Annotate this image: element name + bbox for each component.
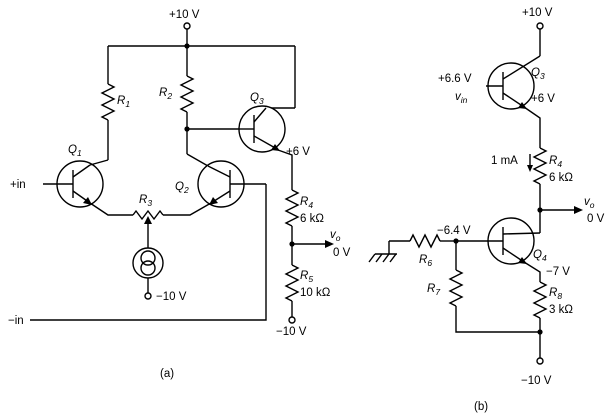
svg-text:0 V: 0 V <box>333 247 351 259</box>
resistor-r4-b: R4 6 kΩ <box>532 147 573 233</box>
supply-terminal-b-top: +10 V <box>522 7 553 56</box>
svg-text:−10 V: −10 V <box>156 291 187 303</box>
svg-text:Q3: Q3 <box>531 67 545 81</box>
svg-text:0 V: 0 V <box>587 213 605 225</box>
svg-text:vo: vo <box>330 229 341 243</box>
resistor-r5: R5 10 kΩ −10 V <box>276 264 331 338</box>
resistor-r8: R8 3 kΩ <box>532 281 573 358</box>
svg-text:−10 V: −10 V <box>521 375 552 387</box>
supply-terminal-a-top: +10 V <box>169 9 200 46</box>
caption-b: (b) <box>474 401 488 413</box>
svg-text:−7 V: −7 V <box>546 266 570 278</box>
svg-text:R3: R3 <box>139 194 152 208</box>
svg-text:R8: R8 <box>549 287 562 301</box>
svg-text:+in: +in <box>10 179 26 191</box>
resistor-r6: −6.4 V R6 <box>389 225 471 268</box>
svg-text:−6.4 V: −6.4 V <box>437 225 471 237</box>
current-source: −10 V <box>132 232 187 303</box>
svg-text:R2: R2 <box>159 87 172 101</box>
resistor-r7: R7 <box>427 241 540 333</box>
caption-a: (a) <box>160 368 174 380</box>
svg-text:R1: R1 <box>117 95 130 109</box>
svg-text:Q3: Q3 <box>250 92 264 106</box>
resistor-r1: R1 <box>100 46 130 160</box>
figure-a: +10 V R1 R2 <box>8 9 351 380</box>
svg-text:R6: R6 <box>419 254 432 268</box>
transistor-q4: Q4 −7 V <box>456 217 570 282</box>
svg-text:R4: R4 <box>300 196 313 210</box>
inverting-input-a: −in <box>8 184 267 327</box>
transistor-q3-b: +6.6 V vin Q3 +6 V <box>438 55 555 148</box>
svg-text:R4: R4 <box>549 155 562 169</box>
svg-text:−in: −in <box>8 315 24 327</box>
svg-text:+10 V: +10 V <box>522 7 553 19</box>
output-node-b: vo 0 V <box>537 196 605 225</box>
svg-text:+6.6 V: +6.6 V <box>438 73 472 85</box>
figure-b: +10 V +6.6 V vin Q3 +6 V 1 mA R4 <box>368 7 605 413</box>
svg-text:+6 V: +6 V <box>531 93 555 105</box>
svg-text:−10 V: −10 V <box>276 326 307 338</box>
resistor-r3: R3 <box>132 194 164 232</box>
svg-text:+10 V: +10 V <box>169 9 200 21</box>
svg-text:R7: R7 <box>427 283 440 297</box>
svg-text:R5: R5 <box>300 270 313 284</box>
transistor-q3-a: Q3 +6 V <box>238 92 310 190</box>
svg-text:Q4: Q4 <box>533 249 547 263</box>
current-indicator: 1 mA <box>491 154 533 172</box>
supply-terminal-b-bottom: −10 V <box>521 357 552 387</box>
svg-text:3 kΩ: 3 kΩ <box>549 304 573 316</box>
svg-text:6 kΩ: 6 kΩ <box>300 213 324 225</box>
transistor-q1: Q1 +in <box>10 144 133 216</box>
svg-text:Q1: Q1 <box>68 144 82 158</box>
svg-text:1 mA: 1 mA <box>491 155 518 167</box>
resistor-r2: R2 <box>159 46 239 167</box>
svg-text:vin: vin <box>455 91 468 105</box>
svg-text:6 kΩ: 6 kΩ <box>549 172 573 184</box>
transistor-q2: Q2 <box>163 160 266 216</box>
output-node-a: vo 0 V <box>289 229 351 259</box>
svg-text:+6 V: +6 V <box>286 146 310 158</box>
ground-icon <box>368 241 397 263</box>
svg-text:vo: vo <box>584 196 595 210</box>
resistor-r4-a: R4 6 kΩ <box>284 189 324 265</box>
svg-text:10 kΩ: 10 kΩ <box>300 287 331 299</box>
svg-text:Q2: Q2 <box>175 181 189 195</box>
top-rail-a <box>108 43 296 109</box>
